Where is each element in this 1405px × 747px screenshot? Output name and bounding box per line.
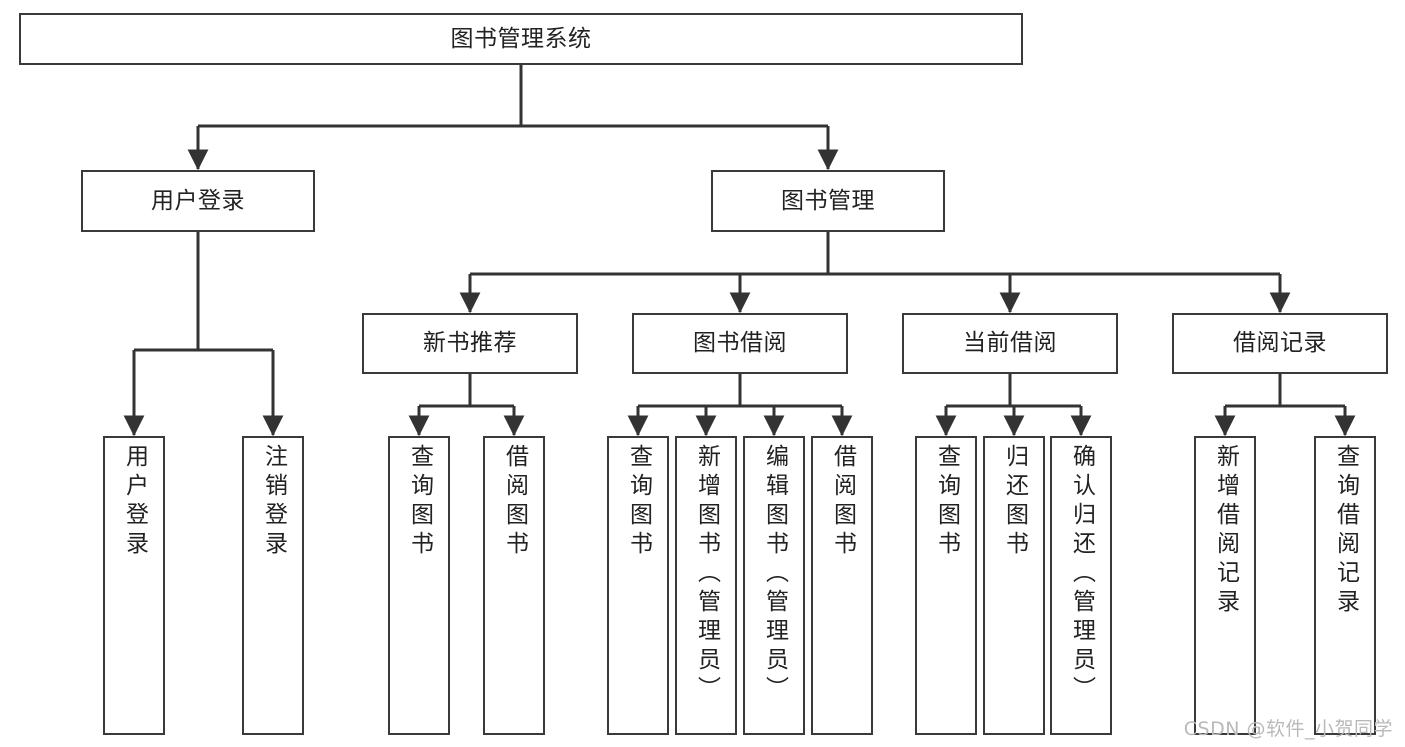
leaf-confirm-return[interactable]: 确认归还（管理员）: [1050, 436, 1112, 735]
leaf-query-book-recommend-label: 查询图书: [406, 444, 433, 560]
leaf-query-book-borrow-label: 查询图书: [625, 444, 652, 560]
leaf-borrow-book[interactable]: 借阅图书: [811, 436, 873, 735]
leaf-edit-book-label: 编辑图书（管理员）: [761, 444, 788, 705]
leaf-borrow-book-recommend[interactable]: 借阅图书: [483, 436, 545, 735]
node-root-label: 图书管理系统: [450, 25, 592, 52]
leaf-query-book-recommend[interactable]: 查询图书: [388, 436, 450, 735]
leaf-add-borrow-record[interactable]: 新增借阅记录: [1194, 436, 1256, 735]
node-new-book-recommend[interactable]: 新书推荐: [362, 313, 578, 374]
node-book-borrow-label: 图书借阅: [693, 330, 787, 357]
node-new-book-recommend-label: 新书推荐: [423, 330, 517, 357]
leaf-query-book-borrow[interactable]: 查询图书: [607, 436, 669, 735]
node-user-login-label: 用户登录: [151, 187, 245, 214]
node-borrow-record-label: 借阅记录: [1233, 330, 1327, 357]
leaf-user-login[interactable]: 用户登录: [103, 436, 165, 735]
leaf-add-book-label: 新增图书（管理员）: [693, 444, 720, 705]
leaf-logout[interactable]: 注销登录: [242, 436, 304, 735]
node-book-management[interactable]: 图书管理: [711, 170, 945, 232]
leaf-query-book-current[interactable]: 查询图书: [915, 436, 977, 735]
node-current-borrow-label: 当前借阅: [963, 330, 1057, 357]
leaf-add-borrow-record-label: 新增借阅记录: [1212, 444, 1239, 618]
edge-group: [123, 65, 1356, 437]
leaf-query-borrow-record[interactable]: 查询借阅记录: [1314, 436, 1376, 735]
leaf-borrow-book-recommend-label: 借阅图书: [501, 444, 528, 560]
node-book-management-label: 图书管理: [781, 187, 875, 214]
leaf-add-book[interactable]: 新增图书（管理员）: [675, 436, 737, 735]
leaf-return-book-label: 归还图书: [1001, 444, 1028, 560]
node-user-login[interactable]: 用户登录: [81, 170, 315, 232]
node-book-borrow[interactable]: 图书借阅: [632, 313, 848, 374]
node-root[interactable]: 图书管理系统: [19, 13, 1023, 65]
node-current-borrow[interactable]: 当前借阅: [902, 313, 1118, 374]
watermark: CSDN @软件_小贺同学: [1183, 718, 1393, 740]
leaf-logout-label: 注销登录: [260, 444, 287, 560]
leaf-confirm-return-label: 确认归还（管理员）: [1068, 444, 1095, 705]
leaf-return-book[interactable]: 归还图书: [983, 436, 1045, 735]
leaf-edit-book[interactable]: 编辑图书（管理员）: [743, 436, 805, 735]
leaf-query-borrow-record-label: 查询借阅记录: [1332, 444, 1359, 618]
leaf-user-login-label: 用户登录: [121, 444, 148, 560]
leaf-borrow-book-label: 借阅图书: [829, 444, 856, 560]
leaf-query-book-current-label: 查询图书: [933, 444, 960, 560]
node-borrow-record[interactable]: 借阅记录: [1172, 313, 1388, 374]
